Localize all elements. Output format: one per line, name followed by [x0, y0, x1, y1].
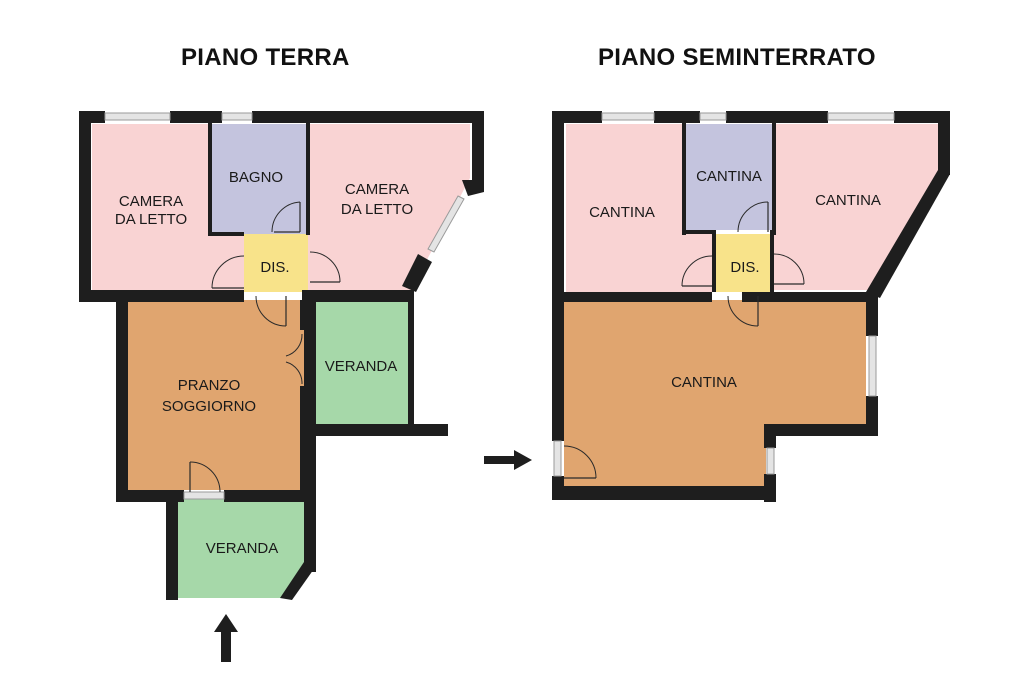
label-camera-sx-1: CAMERA: [119, 193, 183, 210]
room-dis-basement: [716, 234, 772, 292]
basement-title: PIANO SEMINTERRATO: [598, 44, 876, 71]
ground-floor-walls: [79, 111, 484, 600]
label-cantina-centro: CANTINA: [696, 168, 762, 185]
room-cantina-grande: [564, 300, 866, 488]
label-pranzo-1: PRANZO: [178, 377, 241, 394]
ground-floor-title: PIANO TERRA: [181, 44, 350, 71]
room-cantina-centro: [684, 124, 774, 230]
label-cantina-sx: CANTINA: [589, 204, 655, 221]
label-veranda-dx: VERANDA: [325, 358, 398, 375]
label-camera-sx-2: DA LETTO: [115, 211, 187, 228]
arrow-right-icon: [484, 450, 532, 470]
label-dis-ground: DIS.: [260, 259, 289, 276]
arrow-up-icon: [214, 614, 238, 662]
room-cantina-dx: [774, 124, 938, 290]
ground-floor-plan: CAMERA DA LETTO BAGNO CAMERA DA LETTO DI…: [79, 111, 484, 600]
ground-floor-windows: [104, 112, 465, 500]
room-bagno: [210, 124, 308, 234]
room-pranzo: [128, 300, 304, 490]
label-bagno: BAGNO: [229, 169, 283, 186]
room-camera-sx: [92, 124, 244, 292]
room-cantina-sx: [566, 124, 716, 292]
label-pranzo-2: SOGGIORNO: [162, 398, 256, 415]
label-cantina-dx: CANTINA: [815, 192, 881, 209]
label-camera-dx-1: CAMERA: [345, 181, 409, 198]
ground-floor-doors: [189, 201, 341, 493]
basement-doors: [563, 201, 805, 479]
label-dis-basement: DIS.: [730, 259, 759, 276]
basement-plan: CANTINA CANTINA CANTINA DIS. CANTINA: [552, 111, 950, 502]
label-veranda-basso: VERANDA: [206, 540, 279, 557]
room-veranda-basso: [178, 498, 304, 598]
basement-windows: [553, 112, 895, 477]
room-veranda-dx: [314, 302, 410, 424]
label-camera-dx-2: DA LETTO: [341, 201, 413, 218]
room-dis: [244, 234, 308, 292]
label-cantina-grande: CANTINA: [671, 374, 737, 391]
basement-walls: [552, 111, 950, 502]
